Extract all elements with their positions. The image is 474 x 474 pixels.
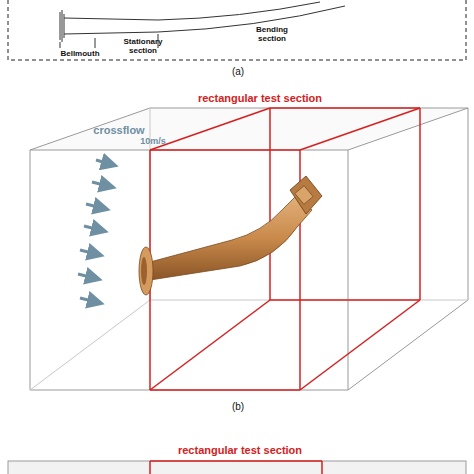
test-section-edge [321, 461, 323, 474]
part-label: Bellmouth [50, 50, 110, 59]
flow-label: crossflow [84, 124, 154, 136]
frame [8, 0, 466, 60]
test-section [150, 108, 420, 390]
duct-model [139, 176, 322, 295]
panel-label: (a) [226, 66, 250, 77]
flow-speed: 10m/s [128, 137, 178, 147]
duct-sketch [60, 2, 345, 48]
panel-label: (b) [226, 401, 250, 412]
tunnel-box [30, 108, 468, 390]
test-section-edge [149, 461, 151, 474]
part-label: Bending section [250, 26, 294, 44]
section-label: rectangular test section [160, 444, 320, 456]
test-section-edge [150, 460, 322, 462]
section-label: rectangular test section [180, 92, 340, 104]
flow-arrows [78, 160, 110, 302]
tunnel-box-side [8, 461, 466, 474]
part-label: Stationary section [120, 38, 166, 56]
